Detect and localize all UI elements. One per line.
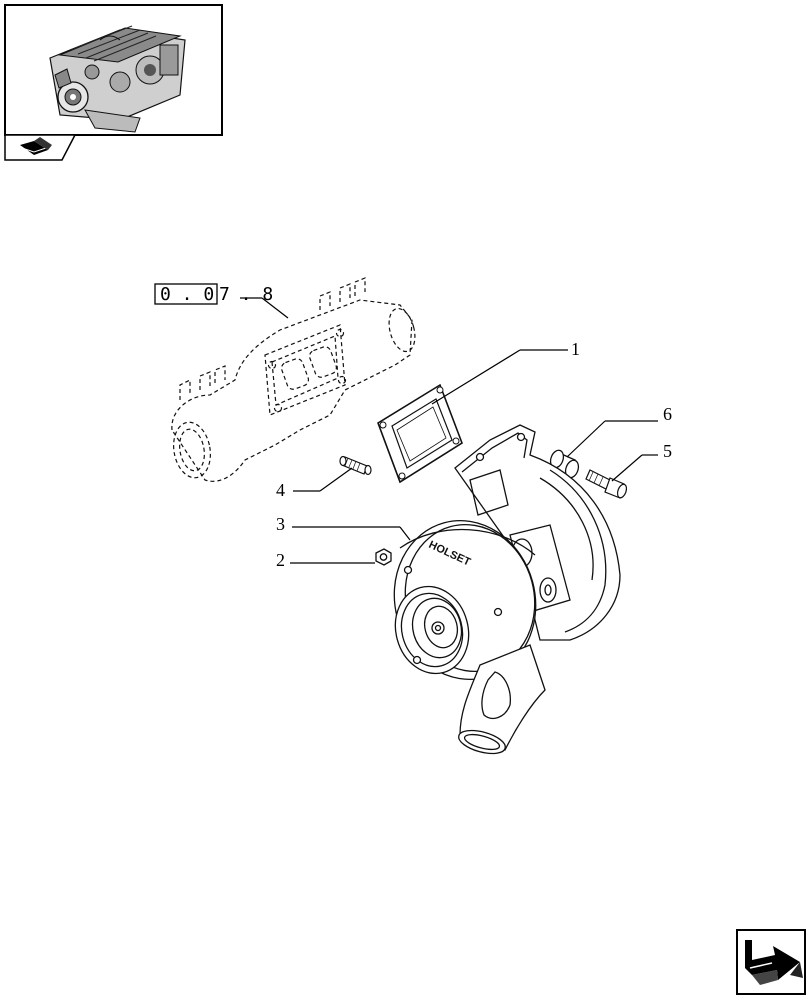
leader-lines bbox=[240, 297, 658, 564]
reference-box bbox=[154, 283, 218, 305]
next-page-arrow-icon bbox=[745, 940, 803, 985]
engine-thumbnail-icon bbox=[49, 25, 186, 133]
exhaust-manifold-reference bbox=[171, 277, 416, 482]
book-icon bbox=[20, 137, 52, 155]
callout-6[interactable]: 6 bbox=[663, 404, 672, 424]
callout-4[interactable]: 4 bbox=[276, 480, 285, 500]
reference-link[interactable]: 0 . 0 7 . 8 bbox=[154, 283, 273, 305]
next-page-button[interactable] bbox=[736, 929, 806, 995]
callout-1[interactable]: 1 bbox=[571, 339, 580, 359]
reference-rest-text: 7 . 8 bbox=[219, 284, 273, 305]
callout-5[interactable]: 5 bbox=[663, 441, 672, 461]
stud-part-4[interactable] bbox=[339, 455, 372, 476]
engine-thumbnail[interactable] bbox=[4, 4, 223, 136]
book-tab[interactable] bbox=[4, 134, 77, 161]
screw-part-5[interactable] bbox=[585, 469, 628, 499]
reference-boxed-text: 0 . 0 bbox=[160, 284, 214, 305]
callout-3[interactable]: 3 bbox=[276, 514, 285, 534]
callout-2[interactable]: 2 bbox=[276, 550, 285, 570]
gasket-part-1[interactable] bbox=[377, 383, 463, 484]
nut-part-2[interactable] bbox=[375, 548, 392, 566]
turbocharger-part-3[interactable]: HOLSET bbox=[377, 424, 621, 758]
